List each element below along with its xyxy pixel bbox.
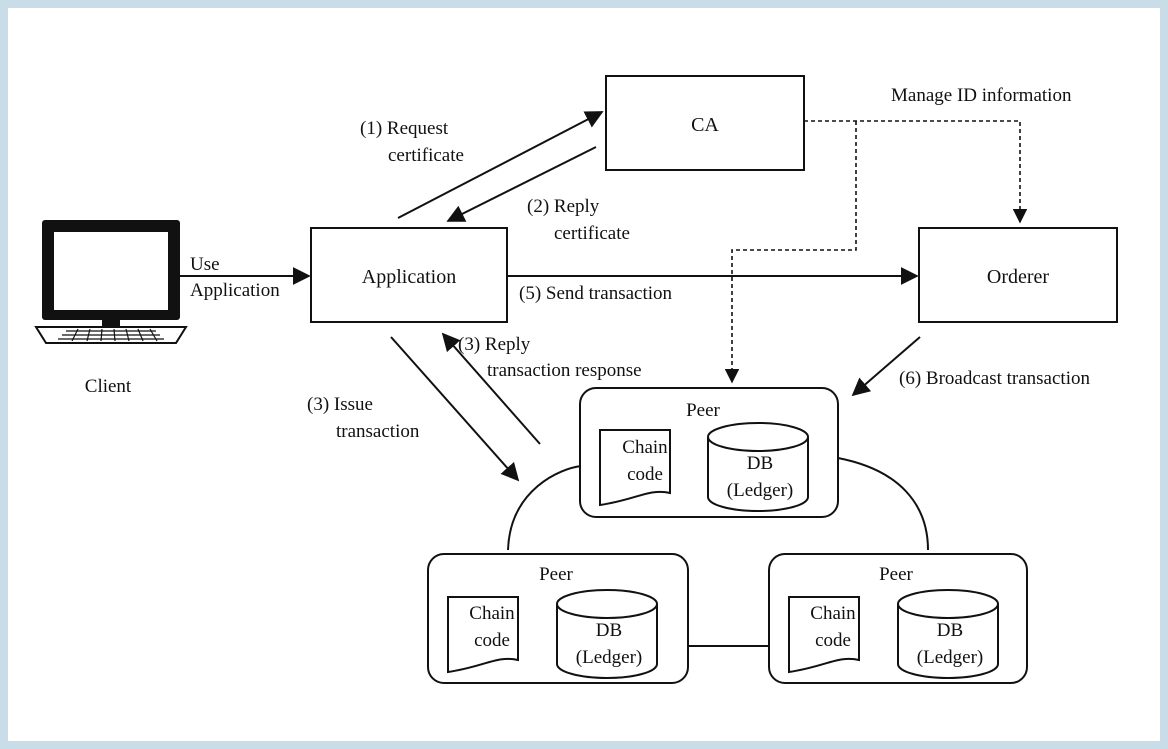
application-box	[310, 227, 508, 323]
request-certificate-arrow	[397, 111, 604, 219]
peer-node-left	[427, 553, 689, 684]
peer-node-top	[579, 387, 839, 518]
client-label: Client	[85, 376, 132, 397]
chaincode-label-line2: code	[627, 464, 663, 485]
chaincode-label-line1: Chain	[622, 437, 668, 458]
manage-id-label: Manage ID information	[891, 85, 1072, 106]
use-application-label-line2: Application	[190, 280, 280, 301]
db-label-line2: (Ledger)	[917, 647, 983, 668]
request-certificate-label-line1: (1) Request	[360, 118, 449, 139]
peer-node-right	[768, 553, 1028, 684]
peer-title: Peer	[686, 400, 720, 421]
chaincode-label-line2: code	[474, 630, 510, 651]
ledger-db-cylinder-icon	[707, 422, 809, 512]
ca-to-orderer-dashed-arrow	[804, 120, 1028, 224]
reply-certificate-label-line2: certificate	[554, 223, 630, 244]
db-label-line1: DB	[937, 620, 963, 641]
chaincode-label-line2: code	[815, 630, 851, 651]
reply-transaction-label-line2: transaction response	[487, 360, 642, 381]
peer-title: Peer	[879, 564, 913, 585]
db-label-line1: DB	[596, 620, 622, 641]
db-label-line2: (Ledger)	[727, 480, 793, 501]
chaincode-label-line1: Chain	[469, 603, 515, 624]
issue-transaction-label-line1: (3) Issue	[307, 394, 373, 415]
issue-transaction-label-line2: transaction	[336, 421, 420, 442]
use-application-label-line1: Use	[190, 254, 220, 275]
broadcast-transaction-label: (6) Broadcast transaction	[899, 368, 1090, 389]
orderer-box	[918, 227, 1118, 323]
network-arc-left	[507, 465, 583, 551]
reply-transaction-label-line1: (3) Reply	[458, 334, 531, 355]
chaincode-label-line1: Chain	[810, 603, 856, 624]
diagram-svg: Client CA Application Orderer Peer Chain…	[34, 75, 1118, 684]
send-transaction-label: (5) Send transaction	[519, 283, 673, 304]
ca-label: CA	[691, 114, 719, 136]
request-certificate-label-line2: certificate	[388, 145, 464, 166]
peer-title: Peer	[539, 564, 573, 585]
issue-transaction-arrow	[390, 336, 520, 482]
orderer-label: Orderer	[987, 266, 1050, 288]
db-label-line1: DB	[747, 453, 773, 474]
reply-certificate-label-line1: (2) Reply	[527, 196, 600, 217]
chaincode-document-icon	[788, 596, 860, 674]
ca-box	[605, 75, 805, 171]
reply-transaction-arrow	[441, 332, 541, 445]
application-label: Application	[362, 266, 456, 288]
db-label-line2: (Ledger)	[576, 647, 642, 668]
network-arc-right	[837, 457, 929, 551]
ca-to-peer-dashed-arrow	[724, 121, 857, 384]
chaincode-document-icon	[599, 429, 671, 507]
ledger-db-cylinder-icon	[556, 589, 658, 679]
diagram-canvas: Client CA Application Orderer Peer Chain…	[8, 8, 1160, 741]
ledger-db-cylinder-icon	[897, 589, 999, 679]
broadcast-transaction-arrow	[851, 336, 921, 397]
chaincode-document-icon	[447, 596, 519, 674]
reply-certificate-arrow	[446, 146, 597, 222]
client-computer-icon	[34, 220, 188, 344]
